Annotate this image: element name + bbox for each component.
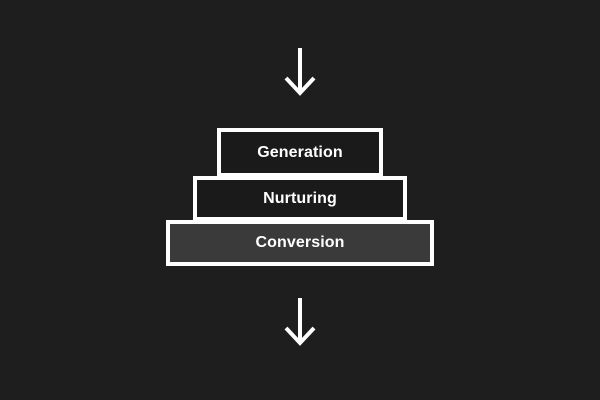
funnel-tier-nurturing[interactable]: Nurturing (193, 176, 407, 221)
arrow-down-icon-top (280, 46, 320, 98)
funnel-tier-generation[interactable]: Generation (217, 128, 383, 177)
funnel-tier-label: Generation (257, 143, 343, 161)
funnel-tier-label: Nurturing (263, 189, 337, 207)
funnel-stack: Generation Nurturing Conversion (0, 128, 600, 266)
funnel-tier-conversion[interactable]: Conversion (166, 220, 434, 266)
arrow-down-icon-bottom (280, 296, 320, 348)
funnel-tier-label: Conversion (255, 234, 345, 251)
